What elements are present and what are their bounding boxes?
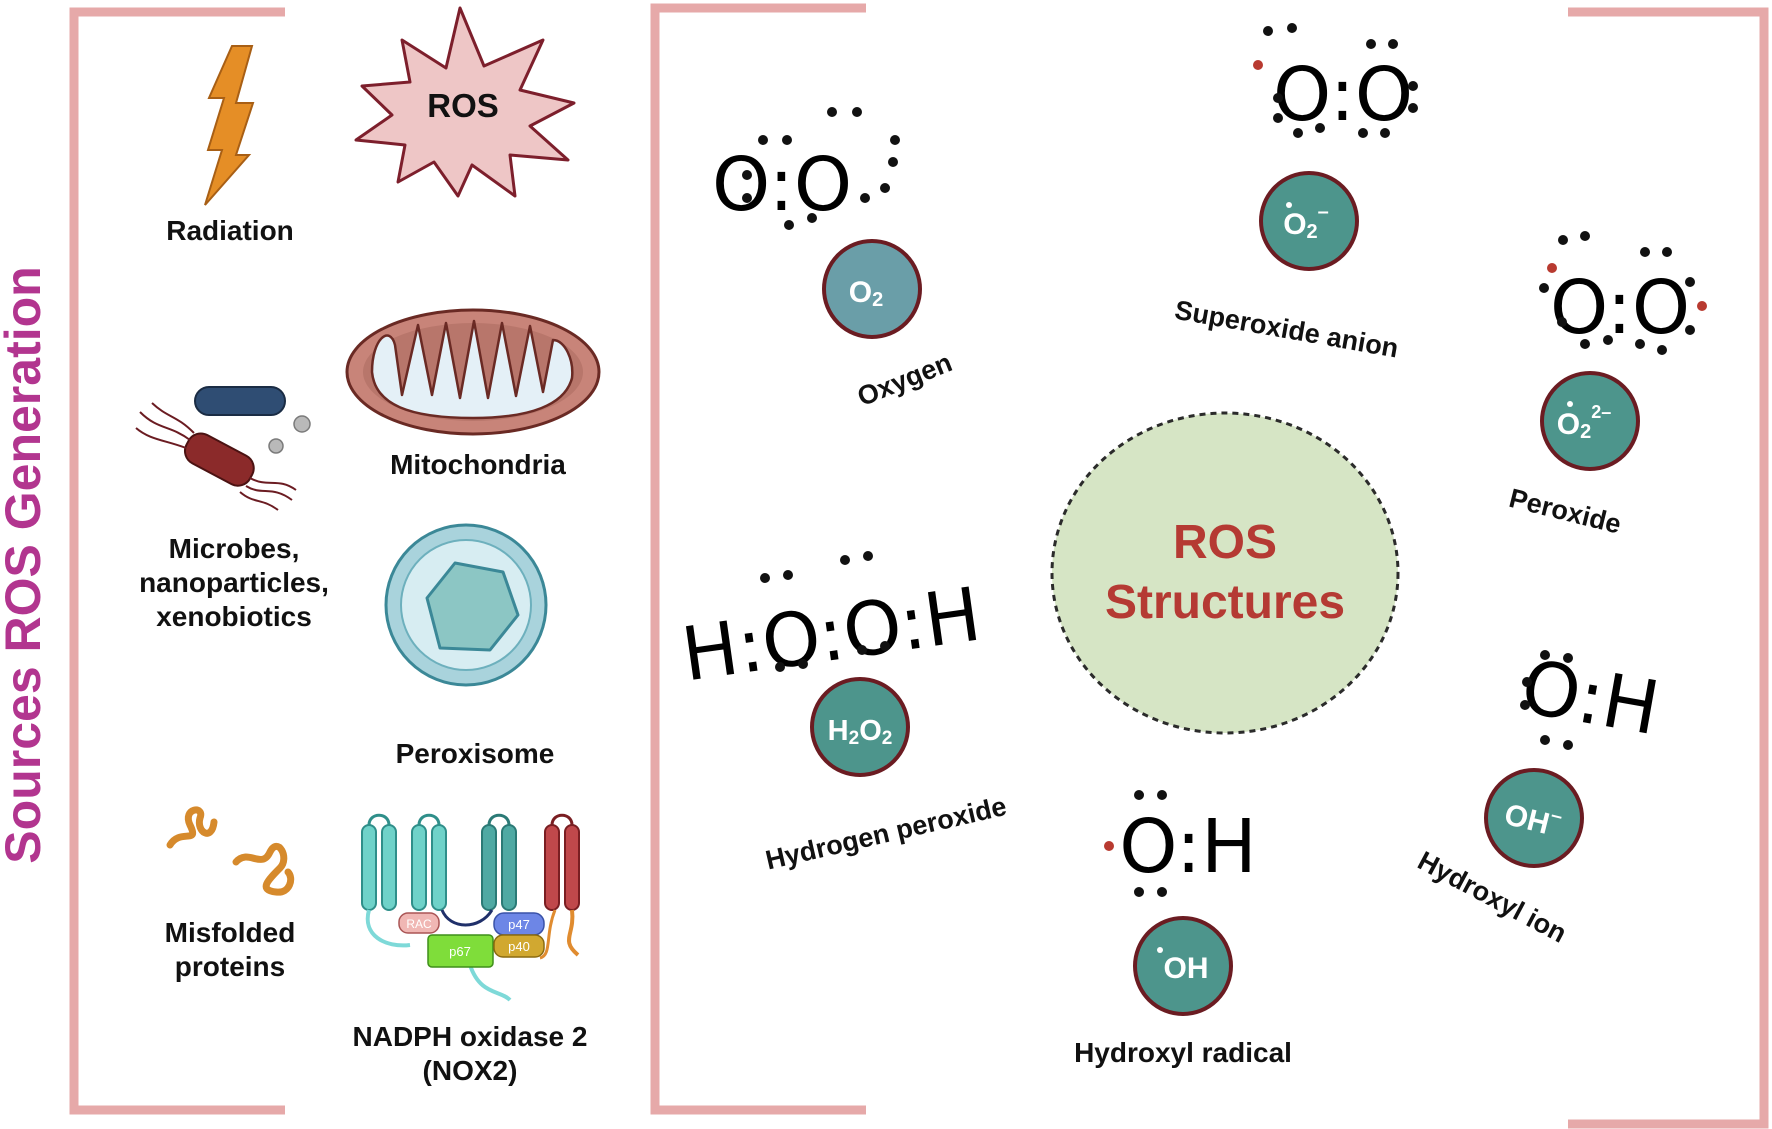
peroxisome-label: Peroxisome xyxy=(396,738,555,769)
hydroxyl-radical-lewis-text: O:H xyxy=(1119,804,1257,890)
oxygen-lewis-text: O:O xyxy=(712,142,852,228)
right-panel-frame xyxy=(650,3,1769,1129)
peroxide-label: Peroxide xyxy=(1506,483,1624,540)
hydroxyl-radical-badge: OH xyxy=(1133,916,1233,1016)
superoxide-badge-sub: 2 xyxy=(1307,221,1318,243)
misfolded-label-line2: proteins xyxy=(175,951,285,982)
hydrogen-peroxide-label: Hydrogen peroxide xyxy=(763,791,1009,876)
center-title-line1: ROS xyxy=(1173,516,1277,569)
svg-text:O2: O2 xyxy=(849,276,883,311)
ros-burst-icon xyxy=(354,6,576,198)
peroxisome-icon xyxy=(384,523,548,687)
microbes-label-line2: nanoparticles, xyxy=(139,567,329,598)
ros-structures-circle xyxy=(1050,411,1400,735)
nox2-label-line2: (NOX2) xyxy=(423,1055,518,1086)
superoxide-badge: O2– xyxy=(1259,171,1359,271)
superoxide-label: Superoxide anion xyxy=(1172,295,1400,364)
hydrogen-peroxide-badge-hsub: 2 xyxy=(849,728,860,749)
superoxide-badge-symbol: O xyxy=(1283,208,1306,241)
hydroxyl-radical-badge-text: OH xyxy=(1164,952,1209,985)
center-title-line2: Structures xyxy=(1105,576,1345,629)
side-title: Sources ROS Generation xyxy=(0,266,51,863)
microbes-label-line3: xenobiotics xyxy=(156,601,312,632)
oxygen-badge: O2 xyxy=(822,239,922,339)
microbes-label-line1: Microbes, xyxy=(169,533,300,564)
hydrogen-peroxide-badge-o: O xyxy=(859,715,882,747)
oxygen-badge-symbol: O xyxy=(849,276,872,309)
hydrogen-peroxide-lewis: H:O:O:H xyxy=(677,551,986,699)
peroxide-badge-sub: 2 xyxy=(1580,421,1591,443)
mitochondria-label: Mitochondria xyxy=(390,449,566,480)
hydroxyl-radical-lewis: O:H xyxy=(1104,790,1257,897)
hydrogen-peroxide-badge: H2O2 xyxy=(810,677,910,777)
nox2-icon xyxy=(361,813,580,1002)
misfolded-label-line1: Misfolded xyxy=(165,917,296,948)
nox2-p40-label: p40 xyxy=(508,939,530,954)
hydroxyl-ion-lewis-text: O:H xyxy=(1515,644,1665,753)
oxygen-badge-sub: 2 xyxy=(872,289,883,311)
svg-text:H2O2: H2O2 xyxy=(828,715,893,749)
hydroxyl-ion-badge: OH– xyxy=(1484,768,1584,868)
oxygen-label: Oxygen xyxy=(853,347,956,412)
svg-text:O2–: O2– xyxy=(1283,201,1329,243)
superoxide-lewis-text: O:O xyxy=(1273,52,1413,138)
left-panel-frame xyxy=(69,7,285,1115)
nox2-p67-label: p67 xyxy=(449,944,471,959)
peroxide-badge-symbol: O xyxy=(1557,408,1580,441)
superoxide-lewis: O:O xyxy=(1253,23,1418,138)
peroxide-lewis: O:O xyxy=(1539,231,1707,355)
hydroxyl-ion-lewis: O:H xyxy=(1515,644,1665,753)
microbes-icon xyxy=(135,386,311,511)
mitochondria-icon xyxy=(345,308,601,436)
hydrogen-peroxide-lewis-text: H:O:O:H xyxy=(677,572,986,699)
nox2-p47-label: p47 xyxy=(508,917,530,932)
svg-text:O22–: O22– xyxy=(1557,402,1612,443)
hydrogen-peroxide-badge-h: H xyxy=(828,715,849,747)
radiation-label: Radiation xyxy=(166,215,294,246)
ros-burst-label: ROS xyxy=(427,87,499,124)
misfolded-proteins-icon xyxy=(166,806,295,896)
superoxide-badge-sup: – xyxy=(1318,201,1329,223)
hydrogen-peroxide-badge-osub: 2 xyxy=(882,728,893,749)
peroxide-badge-sup: 2– xyxy=(1591,402,1611,422)
nox2-label-line1: NADPH oxidase 2 xyxy=(353,1021,588,1052)
hydroxyl-radical-label: Hydroxyl radical xyxy=(1074,1037,1292,1068)
hydroxyl-ion-badge-sup: – xyxy=(1549,804,1565,828)
nox2-rac-label: RAC xyxy=(406,917,432,931)
peroxide-badge: O22– xyxy=(1540,371,1640,471)
oxygen-lewis: O:O xyxy=(712,107,900,230)
lightning-icon xyxy=(204,45,255,206)
peroxide-lewis-text: O:O xyxy=(1550,265,1690,351)
